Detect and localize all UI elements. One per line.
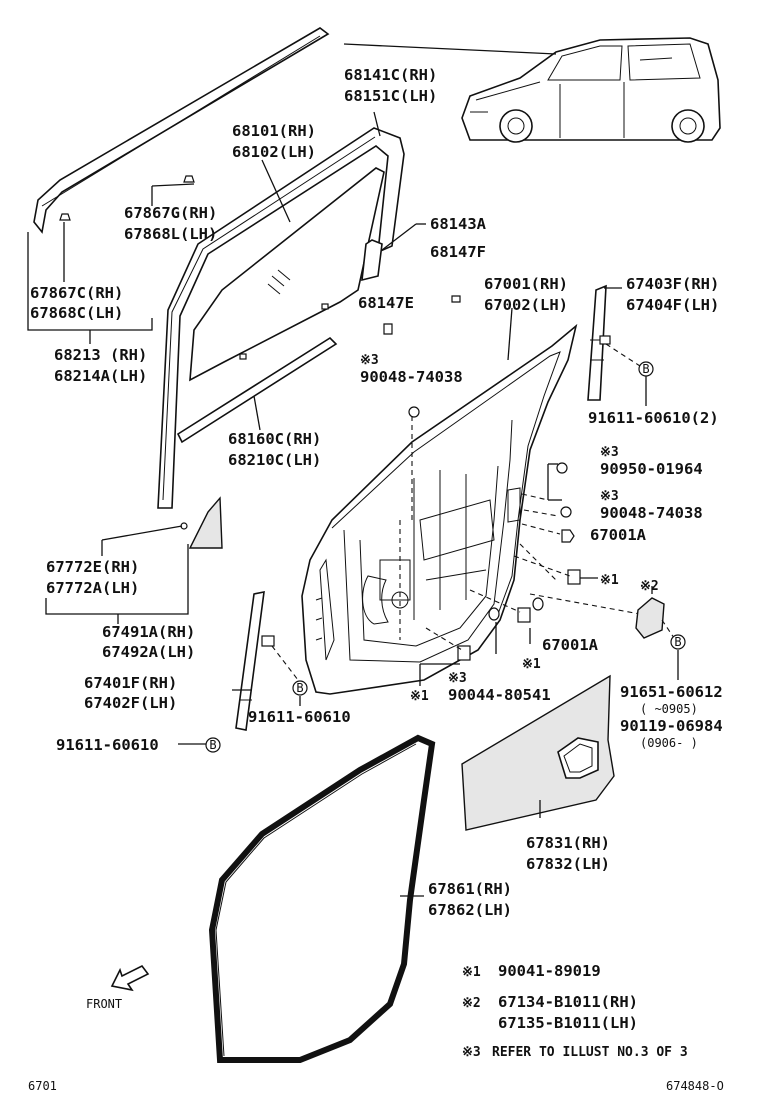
bolt-b-marker-3: B [292,680,308,696]
legend-2-text-b: 67135-B1011(LH) [498,1014,638,1032]
label-0906: (0906- ) [640,736,698,750]
svg-text:B: B [674,635,681,649]
marker-3-upper: ※3 [360,353,379,368]
label-68214a: 68214A(LH) [54,367,147,385]
door-glass-part [189,167,385,382]
clip-bottom-2 [517,607,531,623]
legend-3-mark: ※3 [462,1045,481,1060]
label-67867g: 67867G(RH) [124,204,217,222]
legend-3-text: REFER TO ILLUST NO.3 OF 3 [492,1045,688,1060]
label-90044: 90044-80541 [448,686,551,704]
svg-text:B: B [296,681,303,695]
label-90950: 90950-01964 [600,460,703,478]
clip-bottom-3 [457,645,471,661]
label-68147e: 68147E [358,294,414,312]
label-67832: 67832(LH) [526,855,610,873]
marker-3-mid: ※3 [600,445,619,460]
label-67867c: 67867C(RH) [30,284,123,302]
front-label: FRONT [86,997,122,1011]
legend: ※1 90041-89019 ※2 67134-B1011(RH) 67135-… [462,962,688,1060]
label-67401f: 67401F(RH) [84,674,177,692]
label-90048-lower: 90048-74038 [600,504,703,522]
label-67491a: 67491A(RH) [102,623,195,641]
label-68210c: 68210C(LH) [228,451,321,469]
clip-bottom-1 [567,569,581,585]
clip-67001a-upper [561,529,575,543]
service-hole-cover-part [461,674,615,831]
label-68143a: 68143A [430,215,487,233]
label-67002: 67002(LH) [484,296,568,314]
label-67404f: 67404F(LH) [626,296,719,314]
label-68151c: 68151C(LH) [344,87,437,105]
clip-67867g [183,175,195,183]
label-67492a: 67492A(LH) [102,643,195,661]
footer-left-code: 6701 [28,1079,57,1093]
front-run-channel-part [235,590,275,731]
door-check-part [635,597,665,639]
car-thumbnail [461,37,721,143]
label-91611-a: 91611-60610 [248,708,351,726]
footer-right-code: 674848-O [666,1079,724,1093]
label-67402f: 67402F(LH) [84,694,177,712]
front-arrow-icon [110,964,150,992]
label-0905: ( ~0905) [640,702,698,716]
label-67862: 67862(LH) [428,901,512,919]
bolt-b-marker-1: B [638,361,654,377]
label-91611-b: 91611-60610 [56,736,159,754]
label-90048-upper: 90048-74038 [360,368,463,386]
bolt-b-marker-4: B [205,737,221,753]
label-67868c: 67868C(LH) [30,304,123,322]
svg-text:B: B [642,362,649,376]
label-67831: 67831(RH) [526,834,610,852]
car-leader-line [343,43,557,55]
label-91651: 91651-60612 [620,683,723,701]
marker-1-mid: ※1 [522,657,541,672]
label-90119: 90119-06984 [620,717,723,735]
label-67001a-lower: 67001A [542,636,599,654]
clip-90048-lower [560,506,572,518]
label-68213: 68213 (RH) [54,346,147,364]
marker-3-lower: ※3 [600,489,619,504]
marker-1-left: ※1 [410,689,429,704]
label-68141c: 68141C(RH) [344,66,437,84]
clip-90048-upper [408,406,420,418]
clip-bottom-4 [488,607,500,621]
legend-2-text-a: 67134-B1011(RH) [498,993,638,1011]
clip-67867c [59,213,71,221]
label-68101: 68101(RH) [232,122,316,140]
clip-90950 [556,462,568,474]
division-bar-part [361,239,383,282]
label-67772a: 67772A(LH) [46,579,139,597]
belt-moulding-part [33,27,330,234]
rear-run-channel-part [587,284,611,401]
glass-run-part [157,127,405,509]
label-67868l: 67868L(LH) [124,225,217,243]
clip-68147e [383,323,393,335]
door-weatherstrip-part [208,734,436,1063]
legend-1-mark: ※1 [462,965,481,980]
label-67861: 67861(RH) [428,880,512,898]
label-67403f: 67403F(RH) [626,275,719,293]
marker-3-bottom: ※3 [448,671,467,686]
label-68102: 68102(LH) [232,143,316,161]
legend-1-text: 90041-89019 [498,962,601,980]
marker-2: ※2 [640,579,659,594]
svg-text:B: B [209,738,216,752]
bolt-b-marker-2: B [670,634,686,650]
label-91611-2: 91611-60610(2) [588,409,719,427]
label-67001a-upper: 67001A [590,526,647,544]
label-67772e: 67772E(RH) [46,558,139,576]
label-68160c: 68160C(RH) [228,430,321,448]
clip-68147f [451,295,461,303]
marker-1-right: ※1 [600,573,619,588]
clip-bottom-5 [532,597,544,611]
label-68147f: 68147F [430,243,486,261]
legend-2-mark: ※2 [462,996,481,1011]
corner-garnish-part [188,496,223,549]
inner-weatherstrip-part [176,336,338,444]
label-67001: 67001(RH) [484,275,568,293]
